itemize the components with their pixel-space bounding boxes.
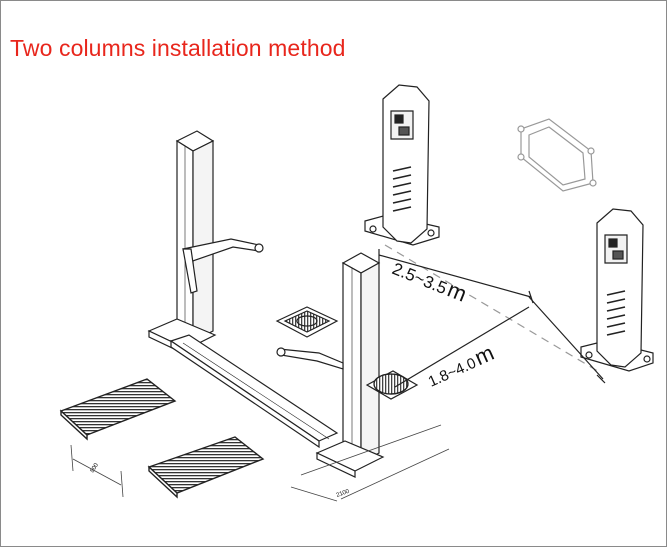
floor-grate-left	[59, 378, 177, 441]
lift-left-column	[147, 130, 217, 356]
lift-arm-left	[182, 238, 264, 294]
lift-arm-right	[276, 347, 344, 370]
dimension-lines	[378, 244, 606, 388]
dimension-value-lift: 1.8~4.0	[426, 355, 479, 391]
lift-base-beam	[169, 334, 339, 449]
dimension-label-columns: 2.5~3.5m	[389, 254, 470, 306]
dimension-value-columns: 2.5~3.5	[390, 259, 450, 298]
small-dim-b: 2100	[336, 488, 351, 498]
diagram-title: Two columns installation method	[10, 35, 346, 61]
grate-dimension-lines	[70, 424, 450, 502]
small-dim-a: 800	[90, 462, 101, 474]
measuring-column-front	[580, 208, 654, 372]
tablet-device	[517, 118, 597, 192]
measuring-column-back	[364, 84, 440, 246]
floor-grate-right	[147, 436, 265, 499]
floor-target-right	[365, 370, 419, 400]
floor-drain-middle	[275, 306, 339, 338]
lift-right-column	[315, 252, 385, 478]
